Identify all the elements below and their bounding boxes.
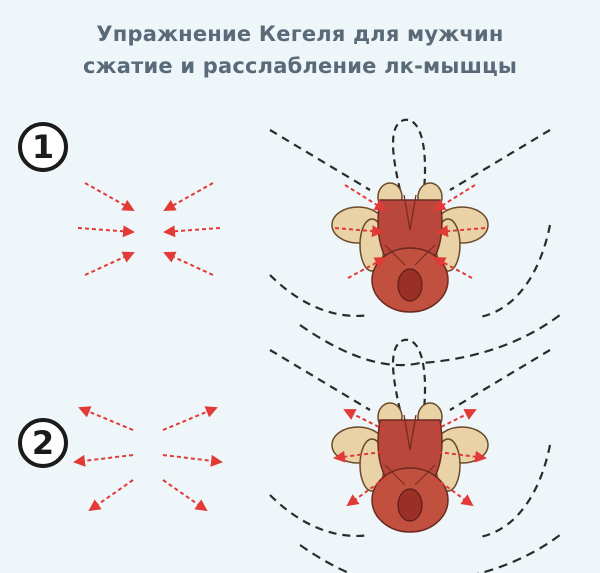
pelvis-illustration-2	[268, 338, 562, 573]
step-1-contraction-arrows	[77, 182, 221, 276]
pelvis-2-relaxation-arrows	[333, 409, 487, 507]
diagram-title-line-1: Упражнение Кегеля для мужчин	[96, 22, 504, 46]
pelvis-1-contraction-arrows	[334, 184, 486, 279]
step-2-badge: 2	[18, 418, 68, 468]
pelvis-illustration-1	[268, 118, 562, 367]
diagram-title-line-2: сжатие и расслабление лк-мышцы	[82, 54, 518, 78]
step-2-relaxation-arrows	[73, 406, 223, 512]
step-1-badge: 1	[18, 122, 68, 172]
